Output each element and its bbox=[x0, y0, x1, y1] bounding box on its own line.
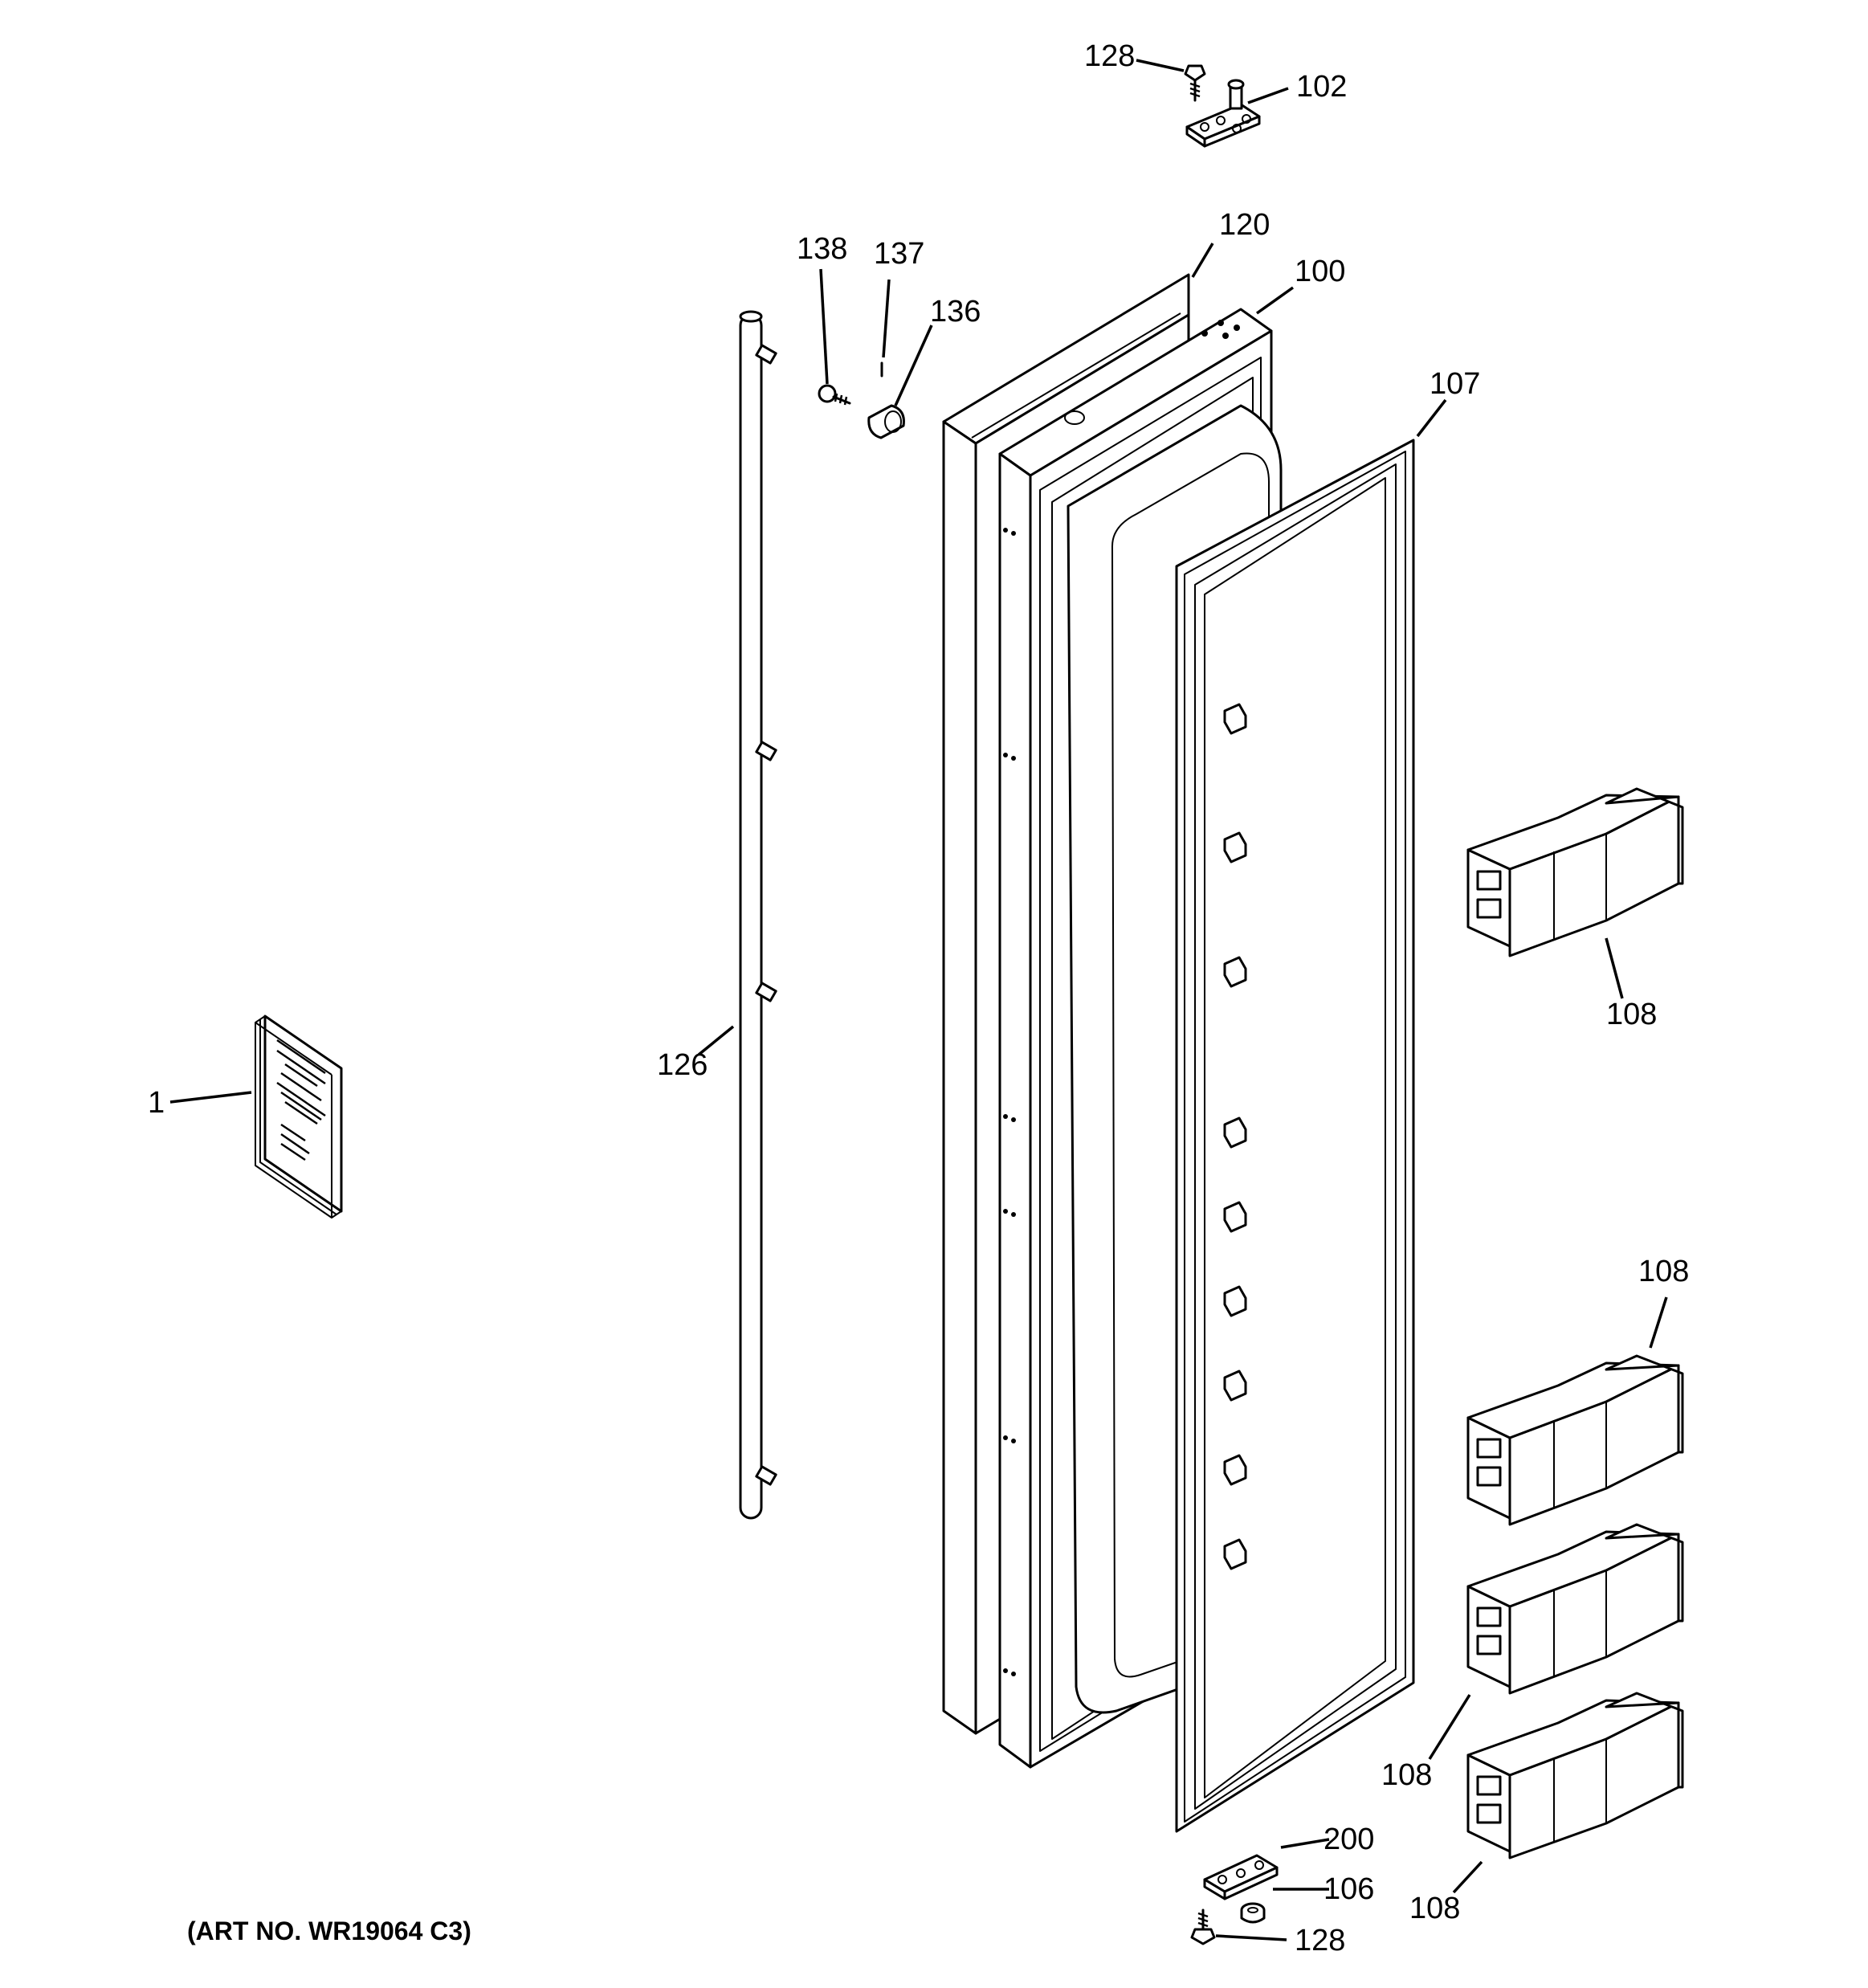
callout-128-top: 128 bbox=[1084, 39, 1135, 73]
callout-128-bottom: 128 bbox=[1295, 1924, 1345, 1957]
part-128-top-screw[interactable] bbox=[1184, 64, 1206, 102]
callout-108-lower-left: 108 bbox=[1381, 1758, 1432, 1792]
callout-108-middle: 108 bbox=[1638, 1255, 1689, 1288]
part-136-handle-mount[interactable] bbox=[867, 404, 905, 439]
part-108-door-bin[interactable] bbox=[1466, 1523, 1684, 1695]
callout-138: 138 bbox=[797, 232, 847, 266]
part-128-bottom-screw[interactable] bbox=[1190, 1908, 1216, 1945]
callout-labels: 1 128 102 120 100 107 138 137 136 126 10… bbox=[148, 39, 1689, 1957]
art-number-caption: (ART NO. WR19064 C3) bbox=[187, 1917, 471, 1945]
part-106-bushing[interactable] bbox=[1240, 1902, 1266, 1924]
part-107-door-gasket[interactable] bbox=[1175, 439, 1415, 1833]
callout-108-upper: 108 bbox=[1606, 998, 1657, 1031]
part-1-manual-booklet[interactable] bbox=[255, 1014, 343, 1219]
callout-108-bottom: 108 bbox=[1409, 1892, 1460, 1925]
callout-126: 126 bbox=[657, 1048, 708, 1082]
callout-102: 102 bbox=[1296, 70, 1347, 104]
callout-107: 107 bbox=[1430, 367, 1480, 401]
callout-120: 120 bbox=[1219, 208, 1270, 242]
callout-137: 137 bbox=[874, 237, 924, 271]
part-138-screw[interactable] bbox=[818, 384, 851, 406]
shelf-support-clips bbox=[1223, 703, 1247, 1570]
callout-100: 100 bbox=[1295, 255, 1345, 288]
callout-106: 106 bbox=[1324, 1872, 1374, 1906]
callout-leader-lines bbox=[169, 59, 1668, 1941]
part-200-bottom-hinge[interactable] bbox=[1203, 1854, 1279, 1900]
callout-136: 136 bbox=[930, 295, 981, 329]
part-126-handle-bar[interactable] bbox=[739, 310, 777, 1520]
callout-1: 1 bbox=[148, 1086, 165, 1120]
part-102-top-hinge[interactable] bbox=[1185, 79, 1261, 148]
part-108-door-bin[interactable] bbox=[1466, 1692, 1684, 1859]
part-108-door-bin[interactable] bbox=[1466, 1354, 1684, 1526]
part-108-door-bin[interactable] bbox=[1466, 787, 1684, 957]
callout-200: 200 bbox=[1324, 1823, 1374, 1856]
